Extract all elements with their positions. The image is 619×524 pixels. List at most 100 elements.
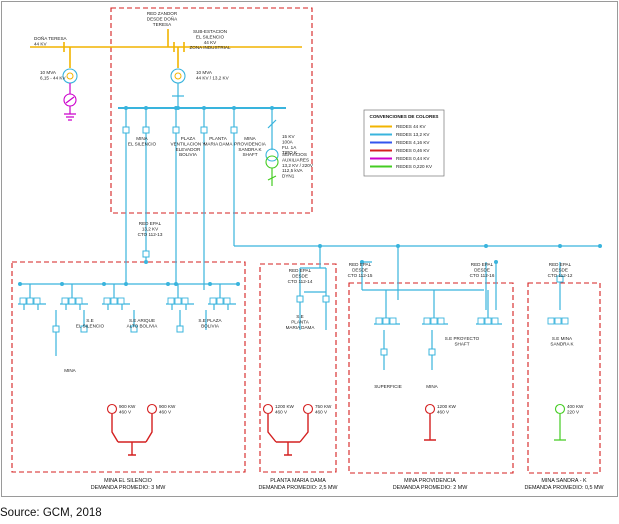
silencio-switchgear — [18, 284, 236, 310]
network-node-16 — [102, 282, 106, 286]
network-node-14 — [18, 282, 22, 286]
legend-title: CONVENCIONES DE COLORES — [370, 114, 439, 119]
silencio-bay-bus-3 — [166, 303, 194, 310]
feeder-breaker-5 — [230, 126, 238, 134]
network-node-20 — [144, 260, 148, 264]
network-node-3 — [202, 106, 206, 110]
legend-label-5: REDES 0,220 KV — [396, 164, 433, 169]
area-demand-providencia: DEMANDA PROMEDIO: 2 MW — [393, 485, 468, 491]
providencia-switchgear — [374, 290, 569, 325]
prov-bay-2-cell-1 — [484, 317, 492, 325]
silencio-bay-3-cell-2 — [181, 297, 189, 305]
silencio-bay-3-cell-1 — [174, 297, 182, 305]
prov-mina-breaker — [428, 348, 436, 356]
silencio-bay-4-cell-0 — [209, 297, 217, 305]
network-node-10 — [484, 244, 488, 248]
silencio-bay-0-cell-2 — [33, 297, 41, 305]
silencio-bay-bus-2 — [102, 303, 130, 310]
feeder-breaker-1 — [122, 126, 130, 134]
silencio-bay-2-cell-1 — [110, 297, 118, 305]
area-name-planta: PLANTA MARIA DAMA — [270, 478, 326, 484]
silencio-bay-bus-0 — [18, 303, 46, 310]
source-caption: Source: GCM, 2018 — [0, 507, 102, 519]
silencio-bay-2-cell-0 — [103, 297, 111, 305]
planta-feeders — [299, 246, 327, 330]
magenta-generator-slash — [65, 96, 75, 104]
epal-main-breaker — [142, 250, 150, 258]
legend-label-1: REDES 13,2 KV — [396, 132, 430, 137]
legend-label-0: REDES 44 KV — [396, 124, 427, 129]
feeder-breaker-3 — [172, 126, 180, 134]
network-node-8 — [360, 260, 364, 264]
generator-icon-g1 — [106, 403, 118, 415]
silencio-bay-2-cell-2 — [117, 297, 125, 305]
network-nodes — [18, 106, 602, 286]
area-demand-planta: DEMANDA PROMEDIO: 2,5 MW — [258, 485, 338, 491]
silencio-feeds — [125, 246, 205, 290]
network-node-11 — [494, 260, 498, 264]
silencio-bay-4-cell-2 — [223, 297, 231, 305]
sandra-green-network — [554, 414, 566, 441]
silencio-bay-1-cell-0 — [61, 297, 69, 305]
aux-transformer-secondary-icon — [265, 155, 279, 169]
transformer-core-main — [174, 72, 182, 80]
area-mina-silencio-box — [11, 261, 246, 473]
sandra-breaker — [556, 275, 564, 283]
network-node-0 — [124, 106, 128, 110]
silencio-bay-4-cell-1 — [216, 297, 224, 305]
network-node-6 — [176, 106, 180, 110]
generator-icon-g3 — [262, 403, 274, 415]
mina-breaker — [52, 325, 60, 333]
planta-breaker-left — [296, 295, 304, 303]
generator-icon-g2 — [146, 403, 158, 415]
network-node-4 — [232, 106, 236, 110]
legend-items: REDES 44 KV REDES 13,2 KV REDES 4,16 KV RED… — [370, 124, 433, 169]
providencia-feeders — [360, 246, 497, 310]
prov-bay-1-cell-2 — [437, 317, 445, 325]
legend-label-2: REDES 4,16 KV — [396, 140, 430, 145]
feeder-breaker-4 — [200, 126, 208, 134]
network-node-5 — [270, 106, 274, 110]
network-node-21 — [124, 282, 128, 286]
silencio-drops — [83, 310, 207, 330]
silencio-bay-1-cell-2 — [75, 297, 83, 305]
plaza-breaker — [176, 325, 184, 333]
network-node-9 — [396, 244, 400, 248]
silencio-bay-bus-1 — [60, 303, 88, 310]
silencio-red-network — [111, 414, 153, 456]
network-node-7 — [318, 244, 322, 248]
silencio-bay-3-cell-0 — [167, 297, 175, 305]
generator-icon-g5 — [424, 403, 436, 415]
generator-icon-g6 — [554, 403, 566, 415]
transformer-core-left — [66, 72, 74, 80]
sandra-bay-cell-2 — [561, 317, 569, 325]
ground-icon — [64, 106, 76, 121]
prov-bay-0-cell-0 — [375, 317, 383, 325]
load-mina-prov-label: MINA — [426, 384, 438, 389]
substation-dashed-box — [110, 7, 313, 214]
silencio-bay-0-cell-1 — [26, 297, 34, 305]
area-name-providencia: MINA PROVIDENCIA — [404, 478, 456, 484]
providencia-red-network — [424, 414, 436, 441]
feeder-breaker-2 — [142, 126, 150, 134]
